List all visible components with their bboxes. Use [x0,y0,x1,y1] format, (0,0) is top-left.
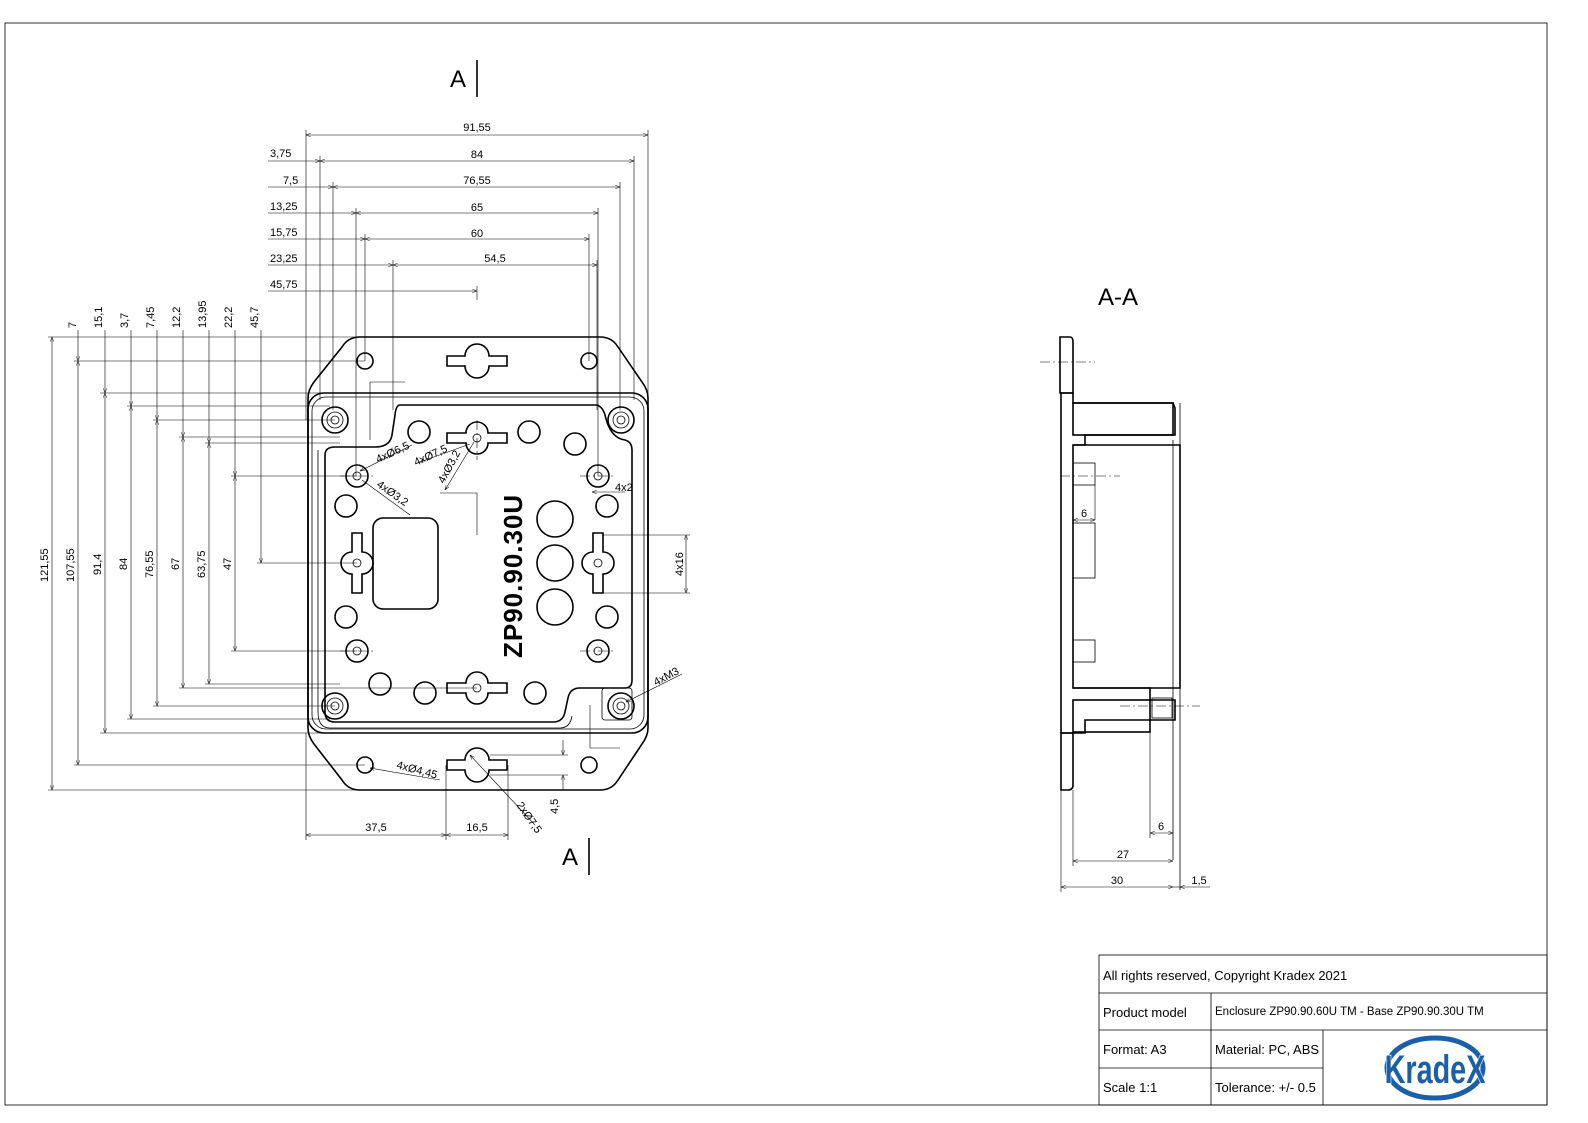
svg-text:76,55: 76,55 [463,175,491,187]
svg-text:27: 27 [1117,849,1129,861]
svg-text:67: 67 [170,558,182,570]
svg-text:63,75: 63,75 [196,550,208,578]
product-model-label: Product model [1103,1005,1187,1020]
top-dimensions: 91,55 84 76,55 65 60 54,5 3,75 7,5 13,25… [268,122,649,476]
part-marking: ZP90.90.30U [498,494,528,658]
svg-text:6: 6 [1158,821,1164,833]
svg-text:4xM3: 4xM3 [652,665,681,688]
circular-features [334,420,619,705]
svg-text:4,5: 4,5 [549,799,561,814]
svg-text:A: A [450,66,466,93]
material-text: Material: PC, ABS [1215,1042,1319,1057]
svg-text:13,25: 13,25 [270,201,298,213]
bottom-dimensions: 37,5 16,5 4,5 [305,733,568,840]
svg-text:76,55: 76,55 [144,550,156,578]
svg-text:37,5: 37,5 [365,822,386,834]
svg-text:4xØ6,5: 4xØ6,5 [374,440,411,466]
svg-text:91,55: 91,55 [463,122,491,134]
svg-text:4xØ4,45: 4xØ4,45 [395,759,438,781]
corner-screw-bosses [321,406,635,720]
svg-text:23,25: 23,25 [270,253,298,265]
svg-text:3,75: 3,75 [270,148,291,160]
svg-text:7,45: 7,45 [145,307,157,328]
svg-text:60: 60 [471,228,483,240]
svg-text:45,75: 45,75 [270,279,298,291]
svg-text:84: 84 [118,558,130,570]
svg-text:1,5: 1,5 [1191,875,1206,887]
copyright-text: All rights reserved, Copyright Kradex 20… [1103,968,1347,983]
svg-text:65: 65 [471,202,483,214]
flange-mounting-holes [356,343,598,783]
svg-text:54,5: 54,5 [484,253,505,265]
svg-text:30: 30 [1111,875,1123,887]
svg-text:A: A [562,844,578,871]
svg-text:91,4: 91,4 [92,554,104,575]
svg-text:47: 47 [222,558,234,570]
svg-text:16,5: 16,5 [466,822,487,834]
enclosure-top-view: ZP90.90.30U [307,336,649,791]
svg-text:7,5: 7,5 [283,175,298,187]
svg-text:7: 7 [67,322,79,328]
svg-text:12,2: 12,2 [171,307,183,328]
title-block: All rights reserved, Copyright Kradex 20… [1098,954,1548,1106]
svg-text:15,1: 15,1 [93,307,105,328]
svg-text:4x2: 4x2 [615,482,633,494]
svg-text:15,75: 15,75 [270,227,298,239]
format-text: Format: A3 [1103,1042,1167,1057]
svg-text:22,2: 22,2 [223,307,235,328]
product-model-value: Enclosure ZP90.90.60U TM - Base ZP90.90.… [1215,1006,1484,1018]
svg-text:121,55: 121,55 [39,548,51,582]
section-view-a-a: A-A 6 6 27 30 1,5 [1040,284,1210,892]
section-marker-bottom: A [562,838,590,875]
svg-text:4xØ3,2: 4xØ3,2 [374,479,410,509]
svg-text:4x16: 4x16 [674,552,686,576]
svg-text:84: 84 [471,149,483,161]
scale-text: Scale 1:1 [1103,1080,1157,1095]
kradex-logo: KradeX [1384,1035,1486,1101]
tolerance-text: Tolerance: +/- 0.5 [1215,1080,1316,1095]
svg-text:A-A: A-A [1098,284,1138,311]
drawing-frame [4,22,1548,1106]
section-marker-top: A [450,60,478,97]
svg-text:45,7: 45,7 [249,307,261,328]
svg-text:3,7: 3,7 [119,313,131,328]
left-dimensions: 121,55 107,55 91,4 84 76,55 67 63,75 47 … [39,300,477,791]
svg-text:13,95: 13,95 [197,300,209,328]
svg-text:107,55: 107,55 [65,548,77,582]
svg-text:KradeX: KradeX [1385,1047,1486,1092]
svg-text:6: 6 [1081,508,1087,520]
svg-text:2xØ7,5: 2xØ7,5 [514,800,544,836]
